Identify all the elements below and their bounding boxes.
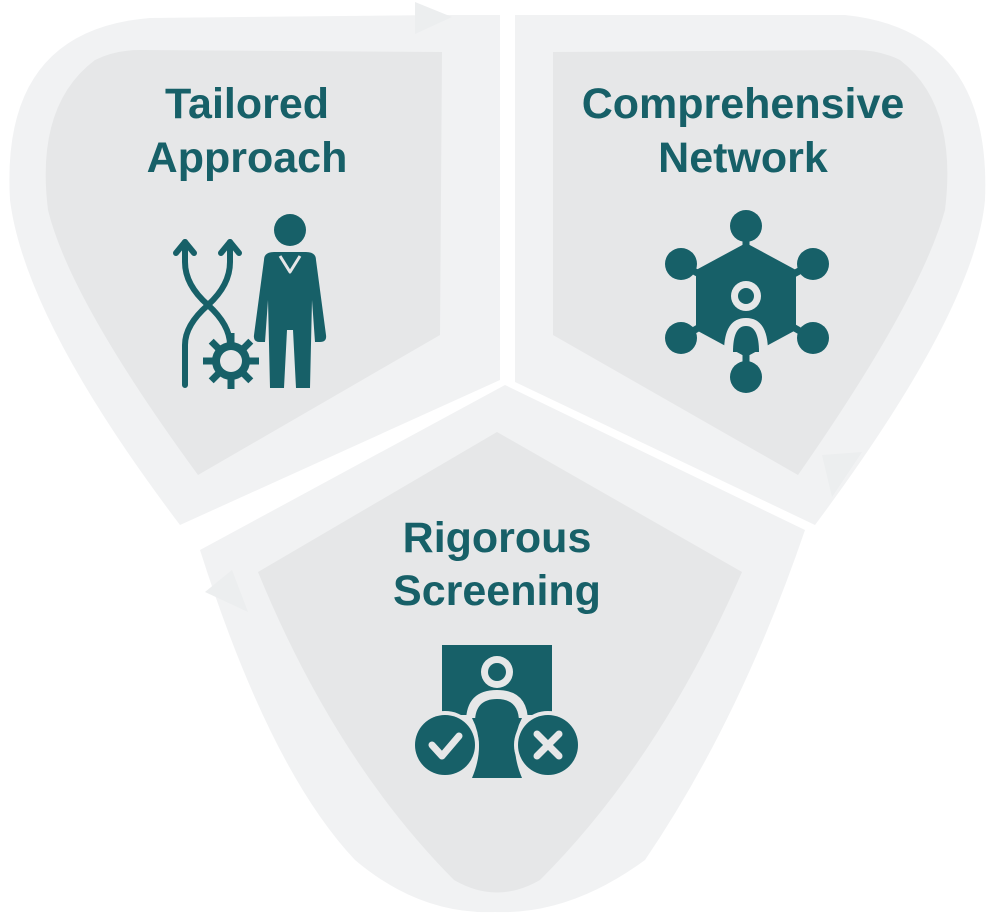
network-title-line1: Comprehensive [582, 80, 905, 128]
ring-arrow-top-icon [415, 2, 452, 34]
ring-arrow-right-icon [822, 452, 862, 497]
tailored-title-line2: Approach [147, 134, 348, 182]
ring-arrow-left-icon [205, 570, 248, 612]
network-title-line2: Network [658, 134, 828, 182]
screening-title-line2: Screening [393, 567, 601, 615]
tailored-title-line1: Tailored [165, 80, 329, 128]
segment-tailored-approach [45, 50, 442, 475]
person-hub-network-icon [665, 210, 829, 393]
candidate-screening-check-cross-icon [411, 645, 582, 779]
person-with-crossing-arrows-and-gear-icon [173, 214, 327, 389]
screening-title-line1: Rigorous [403, 514, 592, 562]
